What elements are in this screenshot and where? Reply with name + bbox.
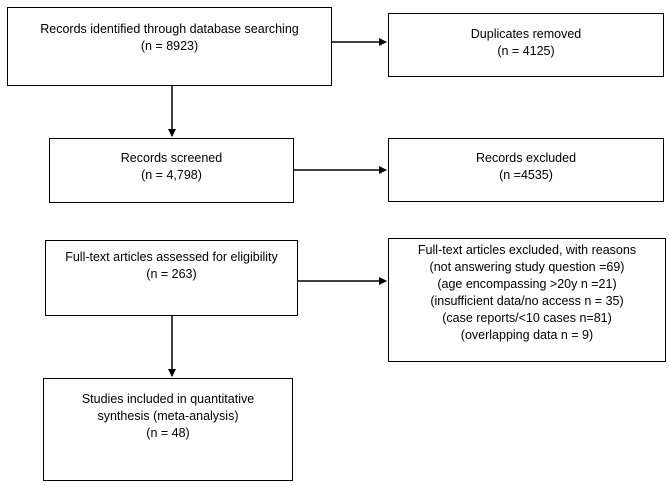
studies-included-label-2: synthesis (meta-analysis) bbox=[97, 409, 239, 423]
fulltext-assessed-box: Full-text articles assessed for eligibil… bbox=[45, 240, 298, 316]
duplicates-removed-count: (n = 4125) bbox=[497, 44, 555, 58]
records-excluded-box: Records excluded (n =4535) bbox=[388, 138, 664, 202]
records-identified-count: (n = 8923) bbox=[140, 39, 199, 53]
duplicates-removed-box: Duplicates removed (n = 4125) bbox=[388, 13, 664, 77]
reason-overlapping: (overlapping data n = 9) bbox=[460, 328, 594, 342]
reason-insufficient-data: (insufficient data/no access n = 35) bbox=[430, 294, 624, 308]
records-screened-label: Records screened bbox=[120, 151, 223, 165]
records-identified-label: Records identified through database sear… bbox=[40, 22, 299, 36]
reason-age: (age encompassing >20y n =21) bbox=[437, 277, 617, 291]
records-screened-box: Records screened (n = 4,798) bbox=[49, 138, 294, 203]
fulltext-excluded-title: Full-text articles excluded, with reason… bbox=[417, 243, 637, 257]
fulltext-excluded-box: Full-text articles excluded, with reason… bbox=[388, 238, 666, 362]
duplicates-removed-label: Duplicates removed bbox=[470, 27, 582, 41]
fulltext-assessed-label: Full-text articles assessed for eligibil… bbox=[65, 250, 278, 264]
records-excluded-count: (n =4535) bbox=[499, 168, 553, 182]
studies-included-box: Studies included in quantitative synthes… bbox=[43, 378, 293, 481]
records-screened-count: (n = 4,798) bbox=[141, 168, 202, 182]
studies-included-label-1: Studies included in quantitative bbox=[81, 392, 255, 406]
fulltext-assessed-count: (n = 263) bbox=[146, 267, 197, 281]
reason-not-answering: (not answering study question =69) bbox=[429, 260, 625, 274]
studies-included-count: (n = 48) bbox=[146, 426, 190, 440]
records-identified-box: Records identified through database sear… bbox=[7, 7, 332, 86]
reason-case-reports: (case reports/<10 cases n=81) bbox=[442, 311, 612, 325]
records-excluded-label: Records excluded bbox=[475, 151, 577, 165]
